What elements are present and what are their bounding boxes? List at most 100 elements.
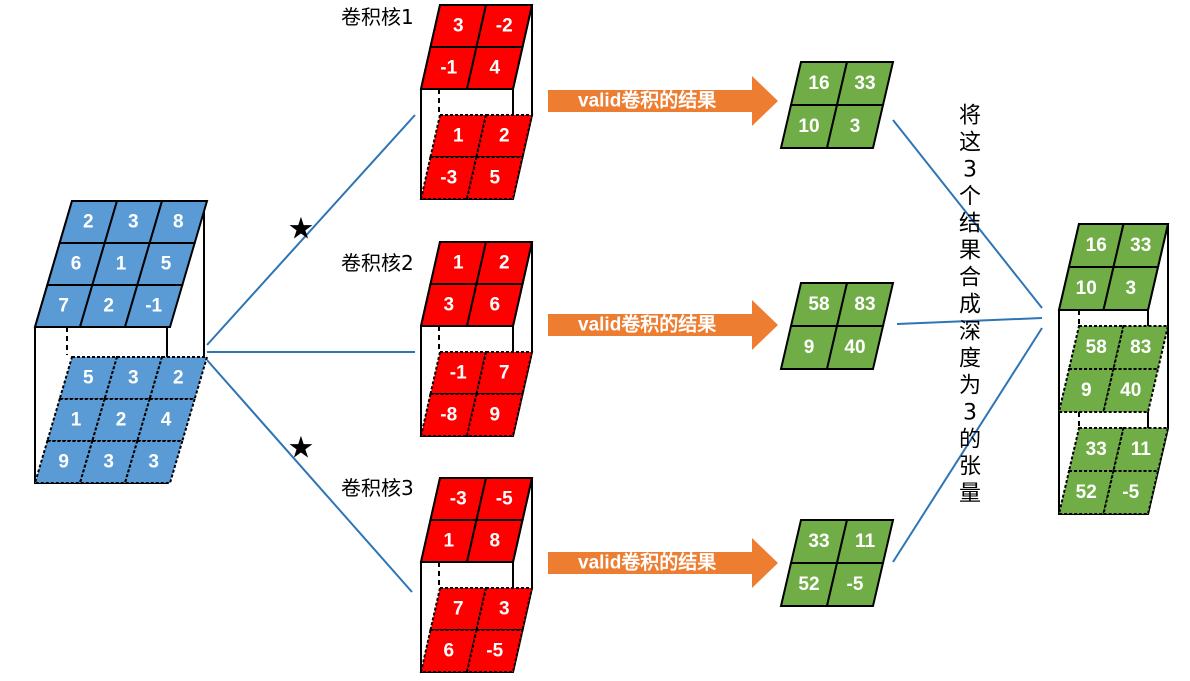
- cell: [45, 398, 107, 442]
- note-char: 的: [959, 428, 981, 453]
- cell-value: 1: [116, 254, 127, 275]
- cell: [825, 104, 885, 149]
- cell: [825, 562, 885, 607]
- cell-value: 9: [1081, 380, 1092, 401]
- cell: [103, 356, 164, 400]
- cell-value: 3: [453, 16, 464, 37]
- cell: [465, 519, 524, 563]
- cell: [1057, 368, 1115, 413]
- kernel-2-label: 卷积核2: [341, 251, 414, 275]
- cell-value: -2: [496, 16, 513, 37]
- cell-value: 7: [58, 296, 69, 317]
- cell-value: 2: [103, 296, 114, 317]
- cell-value: 6: [71, 254, 82, 275]
- cell-value: 2: [499, 126, 510, 147]
- cell-value: 2: [83, 212, 94, 233]
- note-char: 个: [959, 185, 981, 210]
- line-input-to-kernel1: [206, 114, 416, 346]
- line-result3-to-output: [892, 327, 1043, 563]
- cell-value: 58: [1086, 337, 1107, 358]
- cell-value: -1: [145, 296, 162, 317]
- cell-value: -1: [440, 58, 457, 79]
- cell-value: 8: [489, 531, 500, 552]
- cell-value: 5: [83, 368, 94, 389]
- note-char: 深: [959, 320, 981, 345]
- cell-value: 3: [1125, 278, 1136, 299]
- cell-value: 2: [499, 253, 510, 274]
- cell-value: 40: [1120, 380, 1141, 401]
- cell: [429, 351, 488, 395]
- note-char: 结: [959, 212, 981, 237]
- cell-value: 33: [1086, 439, 1107, 460]
- convolution-star-icon-top: ★: [288, 212, 315, 247]
- cell-value: 52: [798, 574, 819, 595]
- cell-value: 58: [808, 294, 829, 315]
- cell-value: 3: [128, 368, 139, 389]
- cell-value: 4: [489, 58, 500, 79]
- cell-value: 1: [443, 531, 454, 552]
- note-char: 张: [959, 455, 981, 480]
- cell: [419, 393, 478, 437]
- cell: [78, 440, 139, 484]
- cell-value: 1: [453, 253, 464, 274]
- cell-value: 3: [128, 212, 139, 233]
- cell: [475, 351, 534, 395]
- cell-value: 5: [489, 168, 500, 189]
- cell-value: 3: [103, 452, 114, 473]
- kernel-1-label: 卷积核1: [341, 5, 414, 29]
- cell-value: 33: [854, 73, 875, 94]
- cell: [1102, 470, 1160, 515]
- cell: [1102, 368, 1160, 413]
- cell-value: 11: [1131, 439, 1152, 460]
- cell-value: -5: [1122, 482, 1139, 503]
- note-char: 合: [959, 266, 981, 291]
- cell: [429, 114, 488, 158]
- cell-value: 9: [489, 405, 500, 426]
- convolution-star-icon-bottom: ★: [288, 431, 315, 466]
- cell: [1057, 470, 1115, 515]
- arrow-2-label: valid卷积的结果: [578, 313, 716, 336]
- cell: [419, 629, 478, 673]
- note-char: 成: [959, 293, 981, 318]
- cell-value: -5: [486, 641, 503, 662]
- note-char: 为: [959, 374, 981, 399]
- cell-value: -8: [440, 405, 457, 426]
- line-result2-to-output: [896, 317, 1043, 325]
- cell: [1102, 266, 1160, 311]
- cell-value: 11: [855, 531, 876, 552]
- cell: [148, 356, 209, 400]
- kernel-1-front-layer: 3 -2 -1 4: [419, 4, 534, 90]
- cell-value: 2: [173, 368, 184, 389]
- cell-value: 4: [161, 410, 172, 431]
- cell-value: 33: [1130, 235, 1151, 256]
- cell-value: 52: [1076, 482, 1097, 503]
- cell: [90, 398, 152, 442]
- cell-value: -5: [847, 574, 864, 595]
- cell-value: 6: [443, 641, 454, 662]
- cell: [465, 46, 524, 90]
- cell-value: -3: [450, 489, 467, 510]
- output-layer-3: 33 11 52 -5: [1057, 427, 1170, 515]
- cell: [465, 283, 524, 327]
- cell: [135, 398, 197, 442]
- cell-value: -3: [440, 168, 457, 189]
- cell-value: 16: [1086, 235, 1107, 256]
- cell-value: 9: [804, 337, 815, 358]
- cell: [1112, 427, 1170, 472]
- cell-value: 7: [499, 363, 510, 384]
- cell: [475, 587, 534, 631]
- cell: [465, 393, 524, 437]
- cell: [429, 587, 488, 631]
- cell-value: 7: [453, 599, 464, 620]
